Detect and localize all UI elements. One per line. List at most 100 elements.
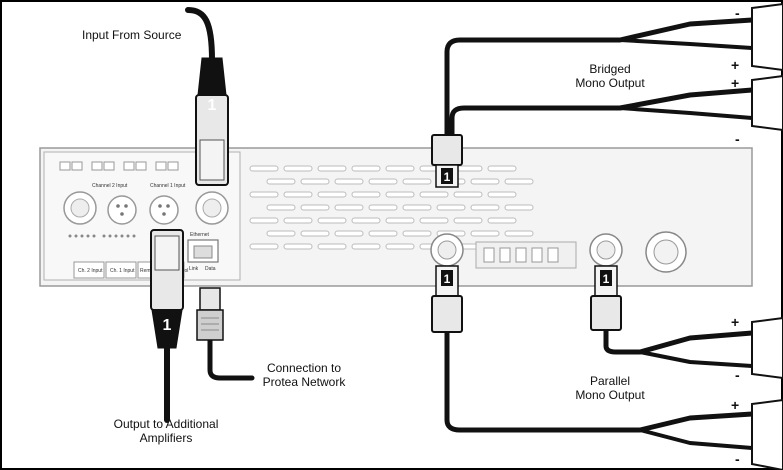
xlr-input-connector: 1 — [195, 57, 229, 186]
speakon-output-right — [589, 233, 623, 267]
channel2-input-label: Channel 2 Input — [92, 183, 128, 189]
vent-slot — [470, 230, 500, 237]
speakon-plug-parallel-left: 1 — [431, 265, 463, 333]
channel1-input-label: Channel 1 Input — [150, 183, 186, 189]
vent-slot — [317, 165, 347, 172]
vent-slot — [266, 178, 296, 185]
vent-slot — [487, 191, 517, 198]
polarity-minus-2: - — [735, 131, 740, 147]
bridged-cable-inner-branch — [618, 106, 754, 120]
vent-slot — [351, 165, 381, 172]
vent-slot — [402, 230, 432, 237]
bridged-label-line2: Mono Output — [575, 76, 645, 90]
vent-slot — [334, 178, 364, 185]
dip-switch-row — [59, 161, 179, 171]
parallel-cable-right-branch — [638, 350, 754, 368]
vent-slot — [266, 230, 296, 237]
polarity-minus-4: - — [735, 451, 740, 467]
data-led-label: Data — [205, 266, 216, 272]
vent-slot — [351, 191, 381, 198]
parallel-cable-right — [603, 327, 755, 355]
rj45-plug — [196, 287, 224, 341]
amplifier-rear-panel: Channel 2 Input Channel 1 Input — [39, 147, 753, 287]
polarity-marks: - + + - + - + - — [731, 5, 740, 467]
vent-slot — [487, 217, 517, 224]
vent-slot — [504, 178, 534, 185]
ethernet-port — [187, 239, 219, 263]
connector-number-bridged: 1 — [444, 170, 451, 184]
vent-slot — [283, 165, 313, 172]
vent-slot — [317, 243, 347, 250]
vent-slot — [317, 217, 347, 224]
bridged-cable-inner — [449, 87, 755, 138]
combo-jack-ch2 — [63, 191, 97, 225]
vent-slot — [283, 191, 313, 198]
vent-slot — [385, 217, 415, 224]
vent-slot — [470, 204, 500, 211]
vent-slot — [453, 217, 483, 224]
xlr-jack-ch2 — [107, 195, 137, 225]
vent-slot — [504, 204, 534, 211]
bridged-cable-outer — [444, 17, 755, 138]
vent-slot — [368, 178, 398, 185]
polarity-minus-3: - — [735, 367, 740, 383]
speaker-top — [751, 2, 783, 72]
bridged-label-line1: Bridged — [589, 62, 630, 76]
vent-slot — [283, 217, 313, 224]
ch2-input-terminal-label: Ch. 2 Input — [78, 268, 103, 274]
polarity-plus-3: + — [731, 314, 739, 330]
vent-slot — [351, 243, 381, 250]
xlr-output-connector: 1 — [150, 229, 184, 349]
polarity-plus-1: + — [731, 57, 739, 73]
output-label-line2: Amplifiers — [140, 431, 193, 445]
speaker-third — [751, 316, 783, 380]
vent-slot — [385, 165, 415, 172]
parallel-cable-left-branch — [638, 428, 754, 450]
polarity-minus-1: - — [735, 5, 740, 21]
vent-slot — [300, 230, 330, 237]
speaker-bottom — [751, 398, 783, 470]
ch1-input-terminal-label: Ch. 1 Input — [110, 268, 135, 274]
connection-label-line2: Protea Network — [263, 375, 347, 389]
binding-post-block — [475, 241, 577, 269]
vent-slot — [249, 243, 279, 250]
bridged-cable-outer-branch — [618, 38, 754, 50]
speakon-plug-bridged: 1 — [431, 134, 463, 188]
vent-slot — [249, 217, 279, 224]
vent-slot — [385, 243, 415, 250]
vent-slot — [368, 230, 398, 237]
speakon-plug-parallel-right: 1 — [590, 265, 622, 331]
vent-slot — [419, 191, 449, 198]
connector-number-parallel-left: 1 — [444, 272, 451, 286]
vent-slot — [504, 230, 534, 237]
vent-slot — [300, 204, 330, 211]
connector-number-input: 1 — [208, 97, 217, 114]
speakon-output-left — [430, 233, 464, 267]
vent-slot — [453, 191, 483, 198]
parallel-label-line2: Mono Output — [575, 388, 645, 402]
polarity-plus-4: + — [731, 397, 739, 413]
vent-slot — [317, 191, 347, 198]
ethernet-label: Ethernet — [190, 232, 210, 238]
vent-slot — [402, 178, 432, 185]
vent-slot — [334, 204, 364, 211]
vent-slot — [266, 204, 296, 211]
vent-slot — [351, 217, 381, 224]
connector-number-output: 1 — [163, 317, 172, 334]
combo-jack-ch1 — [195, 191, 229, 225]
vent-slot — [249, 165, 279, 172]
polarity-plus-2: + — [731, 75, 739, 91]
vent-slot — [368, 204, 398, 211]
parallel-label-line1: Parallel — [590, 374, 630, 388]
vent-slot — [402, 204, 432, 211]
xlr-jack-ch1 — [149, 195, 179, 225]
vent-slot — [283, 243, 313, 250]
vent-slot — [249, 191, 279, 198]
output-label-line1: Output to Additional — [114, 417, 219, 431]
vent-slot — [385, 191, 415, 198]
vent-slot — [470, 178, 500, 185]
vent-slot — [419, 217, 449, 224]
parallel-cable-left — [444, 329, 755, 433]
